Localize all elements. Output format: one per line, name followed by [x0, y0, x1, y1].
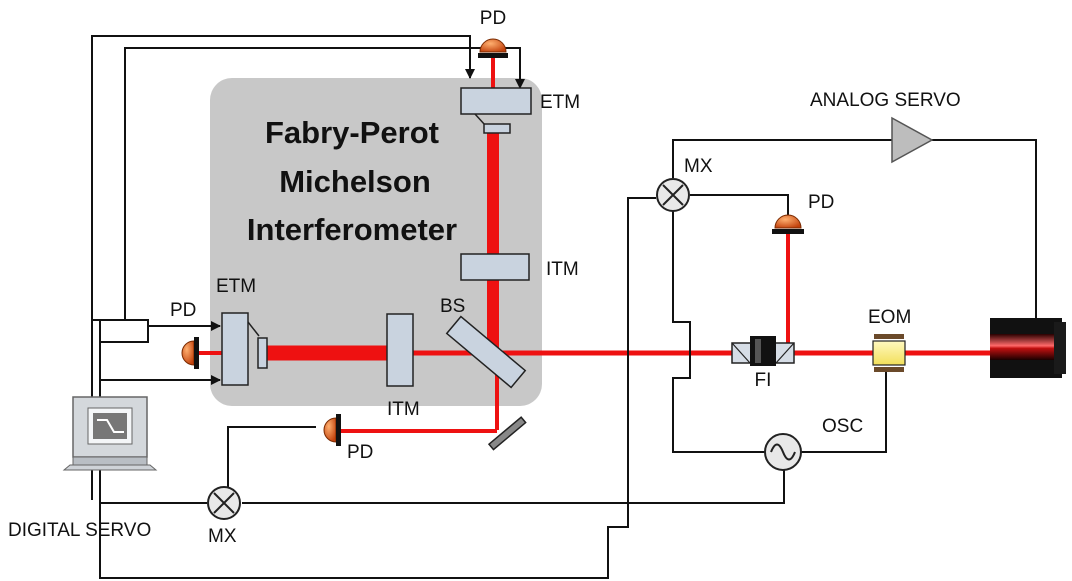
- signal-wires: [91, 35, 1037, 579]
- label-pd-right: PD: [808, 192, 834, 213]
- steering-mirror: [487, 416, 527, 451]
- laser-icon: [990, 318, 1066, 378]
- label-bs: BS: [440, 296, 465, 317]
- label-mx-bottom: MX: [208, 526, 237, 547]
- label-osc: OSC: [822, 416, 863, 437]
- label-itm-bottom: ITM: [387, 399, 420, 420]
- label-fi: FI: [755, 370, 772, 391]
- itm-top-mirror: [460, 253, 530, 281]
- photodiode-icon: [772, 214, 804, 234]
- label-pd-top: PD: [480, 8, 506, 29]
- oscillator-icon: [764, 433, 802, 471]
- label-digital-servo: DIGITAL SERVO: [8, 520, 151, 541]
- label-pd-bottom: PD: [347, 442, 373, 463]
- computer-icon: [62, 396, 158, 471]
- photodiode-icon: [478, 38, 508, 58]
- eom-icon: [872, 334, 906, 372]
- label-itm-right: ITM: [546, 259, 579, 280]
- itm-left-mirror: [386, 313, 414, 387]
- panel-title-line-2: Michelson: [279, 164, 431, 199]
- panel-title-line-3: Interferometer: [247, 212, 457, 247]
- label-etm-top: ETM: [540, 92, 580, 113]
- label-etm-left: ETM: [216, 276, 256, 297]
- beam-splitter: [445, 315, 527, 389]
- panel-title-line-1: Fabry-Perot: [265, 115, 439, 150]
- label-eom: EOM: [868, 307, 911, 328]
- mixer-icon: [207, 486, 241, 520]
- photodiode-icon: [323, 414, 341, 446]
- label-analog-servo: ANALOG SERVO: [810, 90, 961, 111]
- label-pd-left: PD: [170, 300, 196, 321]
- label-mx-right: MX: [684, 156, 713, 177]
- etm-top-mirror: [460, 87, 532, 134]
- amplifier-icon: [891, 116, 934, 164]
- etm-left-mirror: [221, 312, 268, 386]
- photodiode-icon: [181, 337, 199, 369]
- mixer-icon: [656, 178, 690, 212]
- faraday-isolator-icon: [731, 336, 795, 366]
